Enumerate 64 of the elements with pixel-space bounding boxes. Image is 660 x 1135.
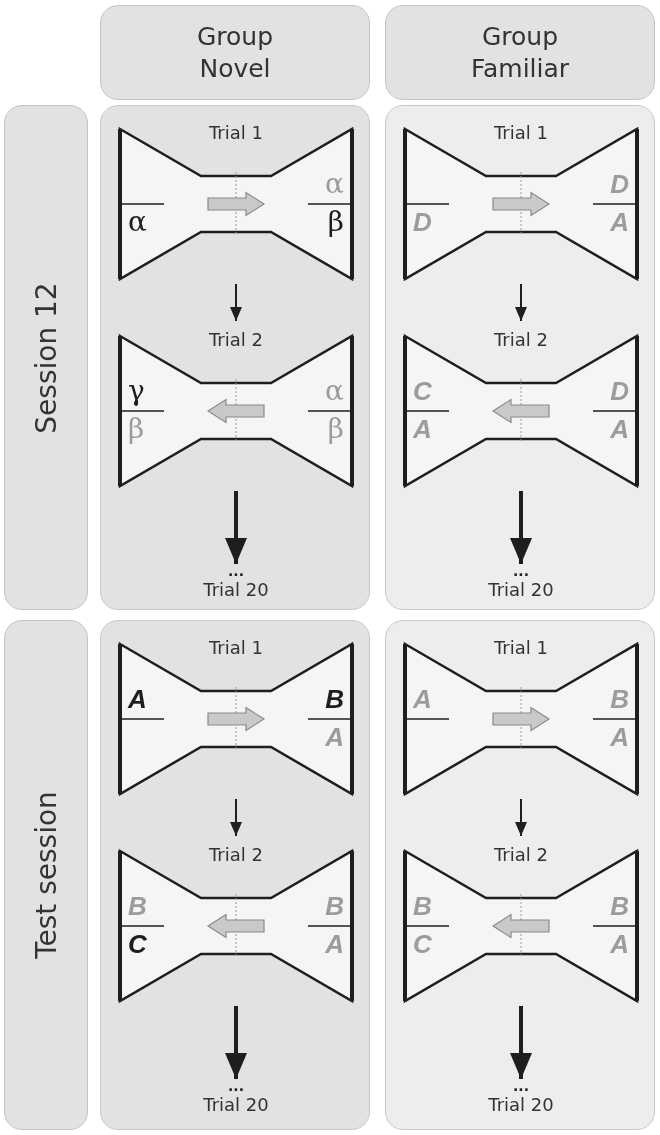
trial-label: Trial 1: [494, 637, 548, 658]
compartment-label: D: [413, 206, 432, 238]
panel-background: [385, 620, 655, 1130]
trial-label: Trial 20: [488, 578, 554, 602]
trial-label: Trial 20: [488, 1093, 554, 1117]
compartment-label: B: [325, 890, 344, 922]
compartment-label: B: [413, 890, 432, 922]
compartment-label: A: [610, 928, 629, 960]
compartment-label: B: [610, 890, 629, 922]
compartment-label: B: [128, 890, 147, 922]
flow-arrow: [230, 283, 242, 322]
compartment-label: γ: [128, 375, 145, 407]
compartment-label: D: [610, 168, 629, 200]
panel-background: [100, 105, 370, 610]
panel-background: [385, 105, 655, 610]
header-box: [100, 5, 370, 100]
ellipsis-mark: ...: [228, 564, 244, 578]
trial-label: Trial 2: [209, 844, 263, 865]
compartment-label: A: [128, 683, 147, 715]
flow-arrow: [515, 283, 527, 322]
compartment-label: B: [610, 683, 629, 715]
compartment-label: A: [413, 683, 432, 715]
flow-arrow: [510, 491, 532, 564]
trial-label: Trial 2: [209, 329, 263, 350]
trial-label: Trial 1: [494, 122, 548, 143]
session-band: [4, 620, 88, 1130]
compartment-label: A: [610, 206, 629, 238]
session-label: Test session: [29, 791, 63, 959]
compartment-label: α: [325, 375, 344, 407]
trial-label: Trial 1: [209, 637, 263, 658]
trial-label: Trial 20: [203, 1093, 269, 1117]
flow-arrow: [510, 1006, 532, 1079]
flow-arrow: [225, 491, 247, 564]
compartment-label: C: [413, 928, 432, 960]
flow-arrow: [515, 798, 527, 837]
trial-label: Trial 1: [209, 122, 263, 143]
flow-arrow: [230, 798, 242, 837]
trial-label: Trial 2: [494, 844, 548, 865]
compartment-label: β: [327, 206, 344, 238]
trial-label: Trial 2: [494, 329, 548, 350]
column-header: Group Novel: [196, 20, 274, 85]
compartment-label: A: [610, 413, 629, 445]
session-label: Session 12: [29, 281, 63, 434]
compartment-label: A: [610, 721, 629, 753]
compartment-label: α: [128, 206, 147, 238]
panel-background: [100, 620, 370, 1130]
compartment-label: A: [325, 928, 344, 960]
trial-label: Trial 20: [203, 578, 269, 602]
session-band: [4, 105, 88, 610]
ellipsis-mark: ...: [228, 1079, 244, 1093]
compartment-label: β: [128, 413, 145, 445]
compartment-label: A: [413, 413, 432, 445]
compartment-label: A: [325, 721, 344, 753]
header-box: [385, 5, 655, 100]
compartment-label: C: [128, 928, 147, 960]
column-header: Group Familiar: [470, 20, 570, 85]
ellipsis-mark: ...: [513, 1079, 529, 1093]
flow-arrow: [225, 1006, 247, 1079]
compartment-label: α: [325, 168, 344, 200]
compartment-label: B: [325, 683, 344, 715]
compartment-label: D: [610, 375, 629, 407]
compartment-label: β: [327, 413, 344, 445]
compartment-label: C: [413, 375, 432, 407]
ellipsis-mark: ...: [513, 564, 529, 578]
